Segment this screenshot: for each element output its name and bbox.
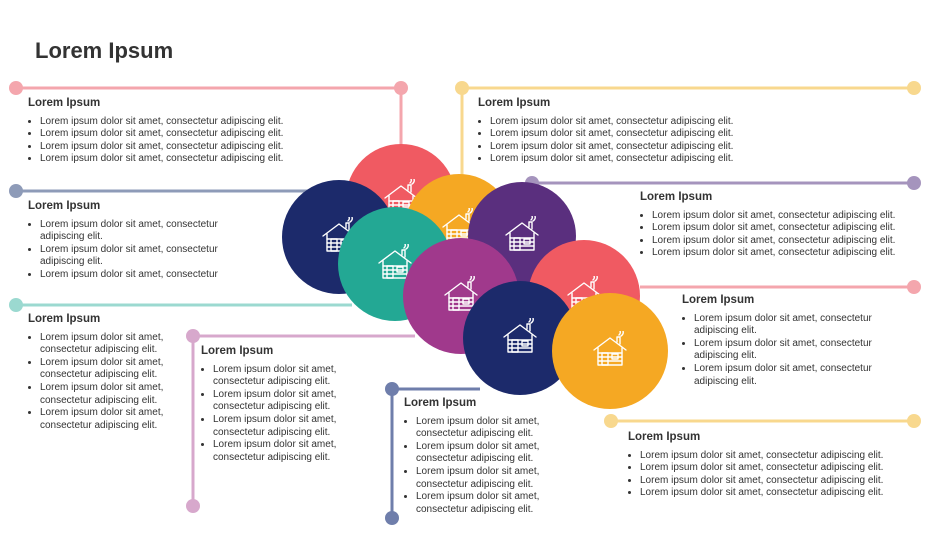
list-item: Lorem ipsum dolor sit amet, consectetur …: [213, 414, 361, 439]
list-item: Lorem ipsum dolor sit amet, consectetur …: [652, 222, 930, 235]
list-item: Lorem ipsum dolor sit amet, consectetur …: [40, 332, 188, 357]
list-item: Lorem ipsum dolor sit amet, consectetur …: [40, 219, 243, 244]
list-item: Lorem ipsum dolor sit amet, consectetur …: [40, 141, 318, 154]
list-item: Lorem ipsum dolor sit amet, consectetur …: [490, 153, 768, 166]
block-heading: Lorem Ipsum: [28, 97, 101, 109]
cabin-icon: [378, 244, 412, 279]
text-block-6: Lorem Ipsum Lorem ipsum dolor sit amet, …: [682, 294, 897, 388]
text-block-2: Lorem Ipsum Lorem ipsum dolor sit amet, …: [478, 97, 768, 166]
text-block-5: Lorem Ipsum Lorem ipsum dolor sit amet, …: [28, 313, 188, 432]
page-title: Lorem Ipsum: [35, 38, 174, 63]
dot-yellow-l: [455, 81, 469, 95]
dot-purple-r: [907, 176, 921, 190]
list-item: Lorem ipsum dolor sit amet, consectetur …: [40, 153, 318, 166]
list-item: Lorem ipsum dolor sit amet, consectetur …: [694, 338, 897, 363]
block-heading: Lorem Ipsum: [628, 431, 701, 443]
text-block-3: Lorem Ipsum Lorem ipsum dolor sit amet, …: [28, 200, 243, 282]
dot-yellow-br: [907, 414, 921, 428]
cabin-icon: [503, 318, 537, 353]
text-block-8: Lorem Ipsum Lorem ipsum dolor sit amet, …: [404, 397, 564, 516]
list-item: Lorem ipsum dolor sit amet, consectetur …: [694, 363, 897, 388]
list-item: Lorem ipsum dolor sit amet, consectetur …: [40, 244, 243, 269]
dot-slate: [9, 184, 23, 198]
dot-mauve-t: [186, 329, 200, 343]
dot-pink-l: [9, 81, 23, 95]
text-block-9: Lorem Ipsum Lorem ipsum dolor sit amet, …: [628, 431, 918, 500]
list-item: Lorem ipsum dolor sit amet, consectetur …: [640, 487, 918, 500]
block-heading: Lorem Ipsum: [404, 397, 477, 409]
list-item: Lorem ipsum dolor sit amet, consectetur …: [40, 116, 318, 129]
dot-teal: [9, 298, 23, 312]
block-heading: Lorem Ipsum: [640, 191, 713, 203]
list-item: Lorem ipsum dolor sit amet, consectetur …: [213, 439, 361, 464]
dot-yellow-r: [907, 81, 921, 95]
list-item: Lorem ipsum dolor sit amet, consectetur …: [490, 128, 768, 141]
block-heading: Lorem Ipsum: [28, 200, 101, 212]
cabin-icon: [444, 276, 478, 311]
list-item: Lorem ipsum dolor sit amet, consectetur …: [213, 364, 361, 389]
cabin-icon: [505, 216, 539, 251]
list-item: Lorem ipsum dolor sit amet, consectetur …: [213, 389, 361, 414]
list-item: Lorem ipsum dolor sit amet, consectetur …: [640, 475, 918, 488]
text-block-4: Lorem Ipsum Lorem ipsum dolor sit amet, …: [640, 191, 930, 260]
list-item: Lorem ipsum dolor sit amet, consectetur …: [416, 416, 564, 441]
circle-orange-bottom: [552, 293, 668, 409]
list-item: Lorem ipsum dolor sit amet, consectetur …: [40, 407, 188, 432]
dot-pink-right: [907, 280, 921, 294]
dot-yellow-bl: [604, 414, 618, 428]
list-item: Lorem ipsum dolor sit amet, consectetur …: [40, 357, 188, 382]
list-item: Lorem ipsum dolor sit amet, consectetur …: [694, 313, 897, 338]
text-block-7: Lorem Ipsum Lorem ipsum dolor sit amet, …: [201, 345, 361, 464]
block-heading: Lorem Ipsum: [478, 97, 551, 109]
cabin-icon: [593, 331, 627, 366]
block-heading: Lorem Ipsum: [201, 345, 274, 357]
list-item: Lorem ipsum dolor sit amet, consectetur …: [490, 116, 768, 129]
block-heading: Lorem Ipsum: [682, 294, 755, 306]
list-item: Lorem ipsum dolor sit amet, consectetur …: [490, 141, 768, 154]
dot-navy-b: [385, 511, 399, 525]
text-block-1: Lorem Ipsum Lorem ipsum dolor sit amet, …: [28, 97, 318, 166]
list-item: Lorem ipsum dolor sit amet, consectetur …: [652, 210, 930, 223]
list-item: Lorem ipsum dolor sit amet, consectetur …: [652, 235, 930, 248]
list-item: Lorem ipsum dolor sit amet, consectetur …: [640, 462, 918, 475]
list-item: Lorem ipsum dolor sit amet, consectetur …: [416, 491, 564, 516]
dot-navy-t: [385, 382, 399, 396]
list-item: Lorem ipsum dolor sit amet, consectetur: [40, 269, 243, 282]
dot-mauve-b: [186, 499, 200, 513]
list-item: Lorem ipsum dolor sit amet, consectetur …: [40, 128, 318, 141]
list-item: Lorem ipsum dolor sit amet, consectetur …: [640, 450, 918, 463]
list-item: Lorem ipsum dolor sit amet, consectetur …: [40, 382, 188, 407]
list-item: Lorem ipsum dolor sit amet, consectetur …: [416, 441, 564, 466]
list-item: Lorem ipsum dolor sit amet, consectetur …: [416, 466, 564, 491]
block-heading: Lorem Ipsum: [28, 313, 101, 325]
list-item: Lorem ipsum dolor sit amet, consectetur …: [652, 247, 930, 260]
dot-pink-r: [394, 81, 408, 95]
